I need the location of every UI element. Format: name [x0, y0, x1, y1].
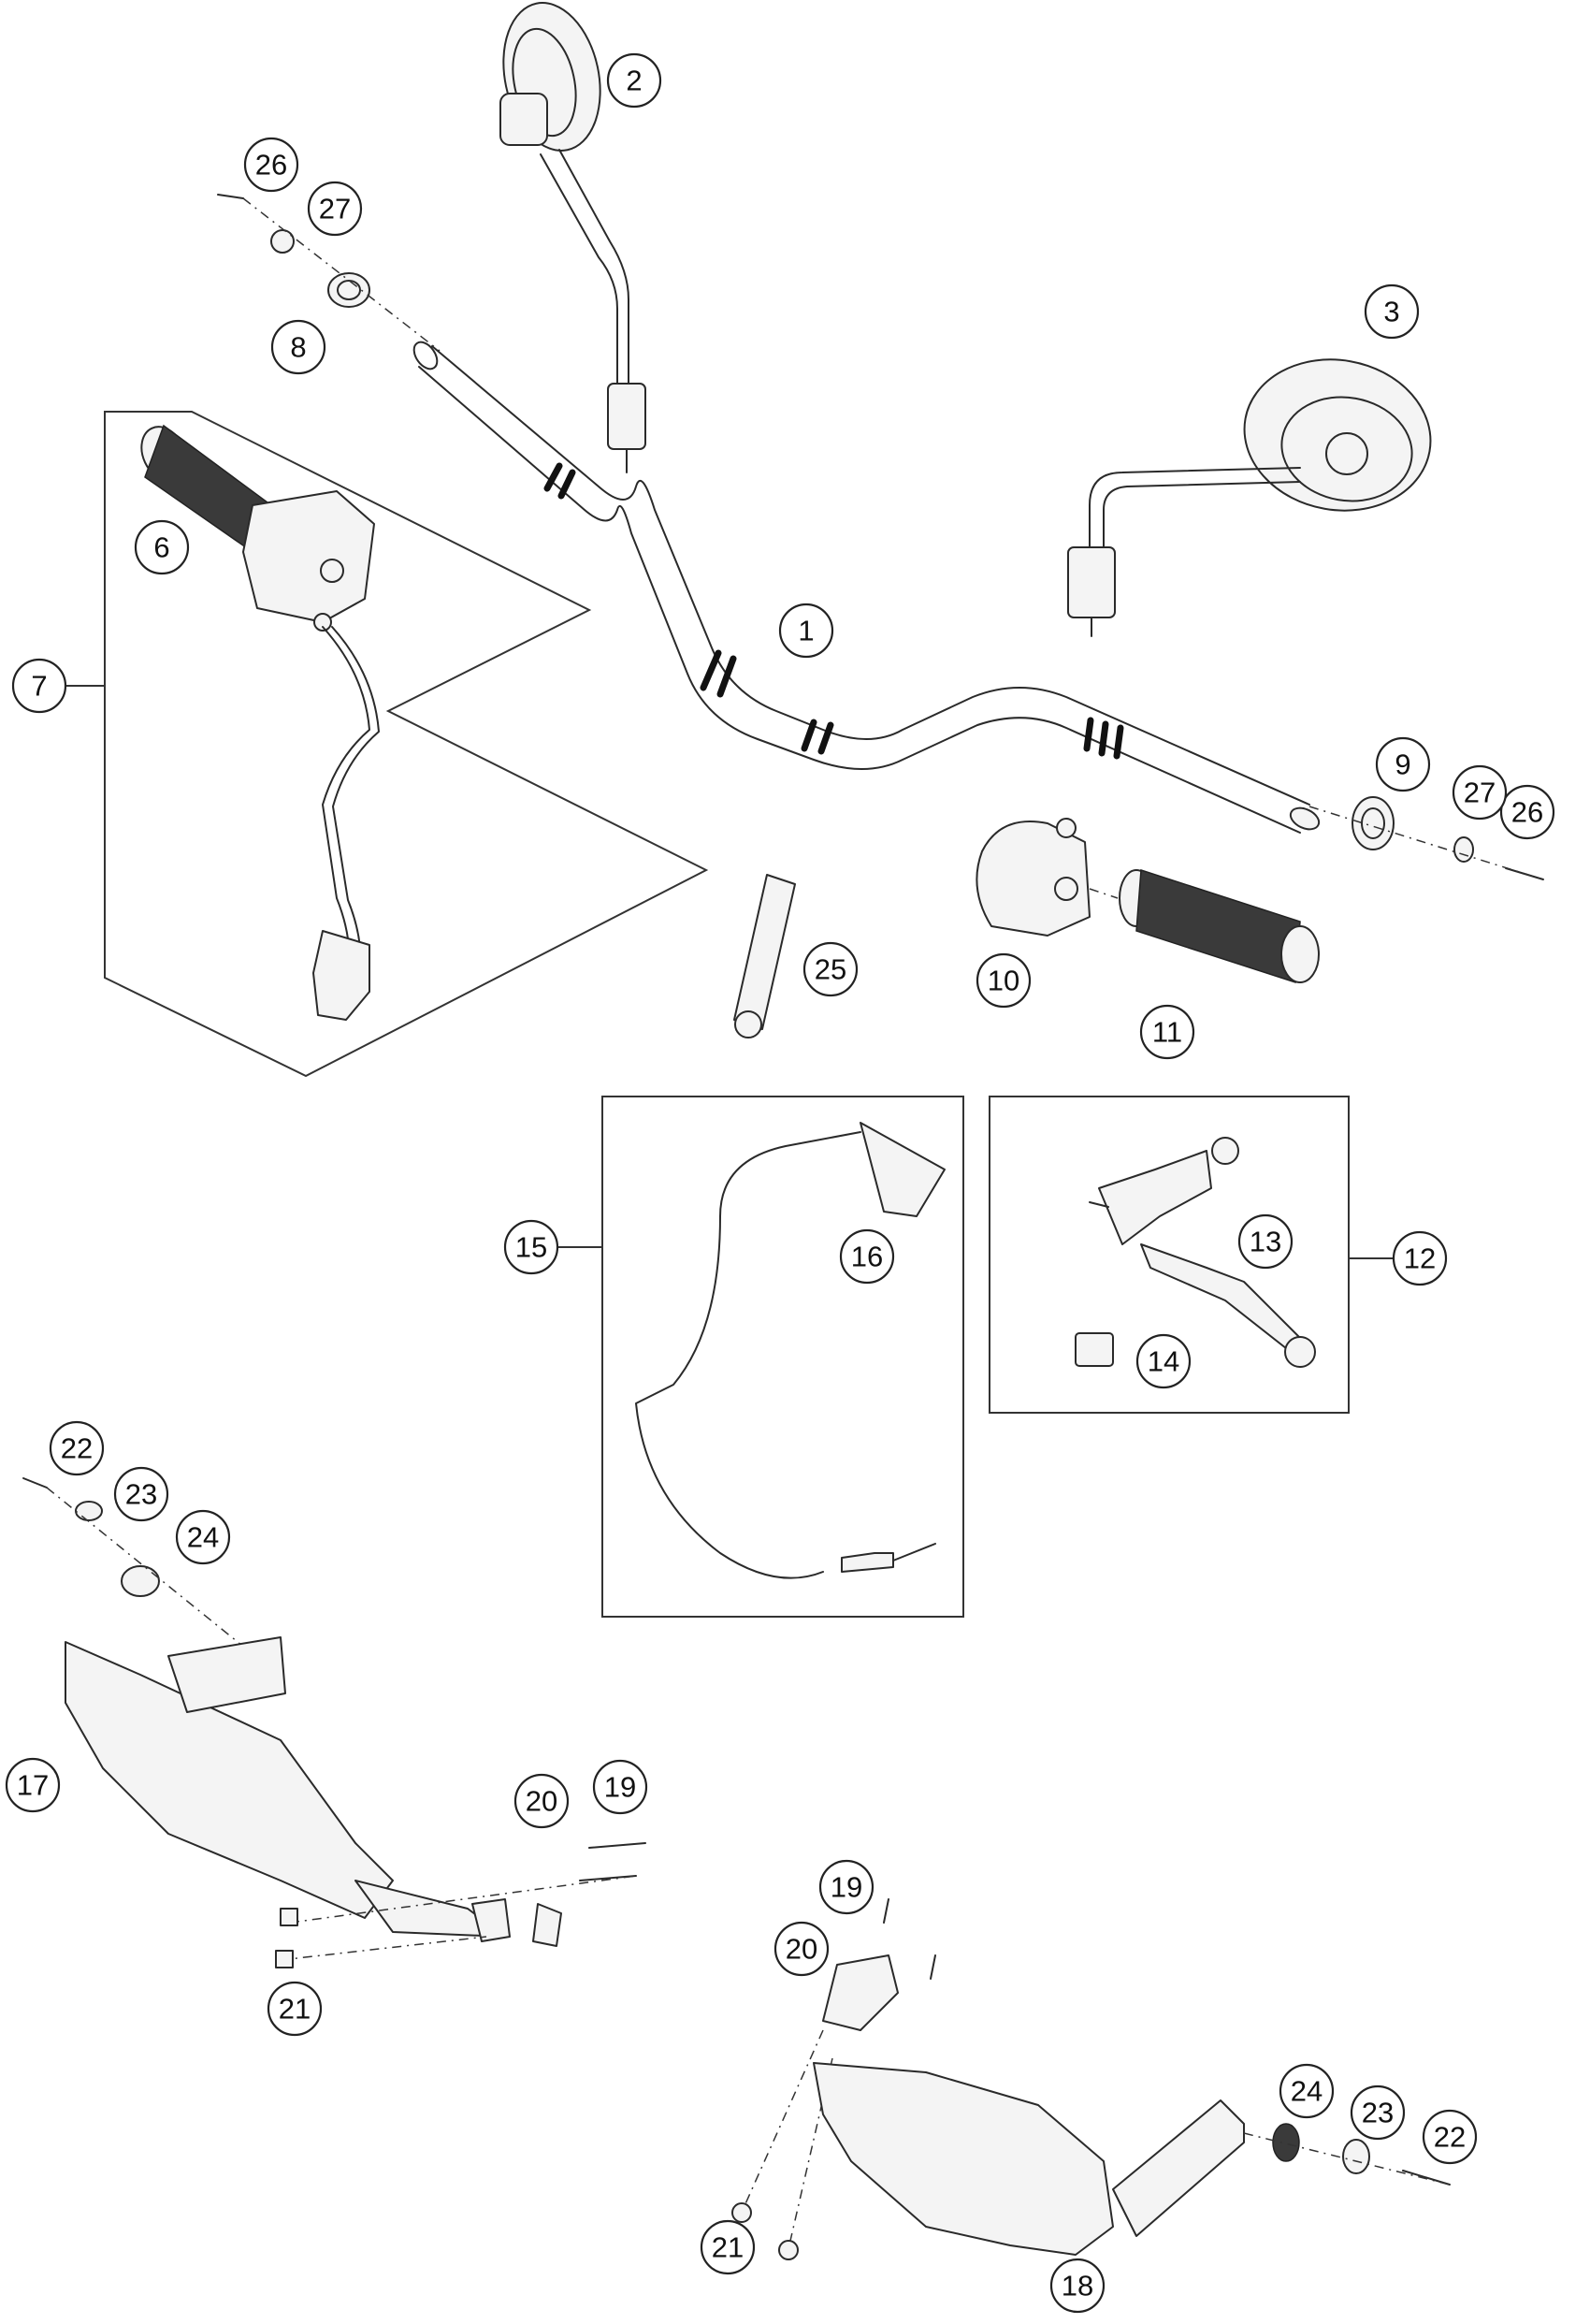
- svg-text:18: 18: [1062, 2270, 1093, 2302]
- hand-guard-left: [22, 1477, 646, 1968]
- callout-20-left: 20: [513, 1773, 570, 1829]
- callout-2: 2: [606, 52, 662, 109]
- svg-text:24: 24: [1291, 2075, 1323, 2108]
- svg-text:11: 11: [1152, 1016, 1182, 1049]
- callout-19-right: 19: [818, 1859, 874, 1915]
- svg-text:10: 10: [988, 965, 1019, 997]
- svg-text:14: 14: [1148, 1345, 1179, 1378]
- callout-25: 25: [802, 941, 859, 997]
- svg-text:21: 21: [712, 2231, 744, 2264]
- clutch-cable: [635, 1122, 946, 1579]
- callout-23-right: 23: [1350, 2084, 1406, 2141]
- svg-text:25: 25: [815, 953, 846, 986]
- svg-text:27: 27: [319, 193, 351, 225]
- svg-text:9: 9: [1395, 748, 1410, 781]
- svg-text:21: 21: [279, 1993, 311, 2026]
- spanner-tool: [733, 874, 796, 1039]
- callout-24-right: 24: [1279, 2063, 1335, 2119]
- svg-text:15: 15: [515, 1231, 547, 1264]
- callout-27-left: 27: [307, 181, 363, 237]
- callout-22-left: 22: [49, 1420, 105, 1476]
- svg-text:2: 2: [626, 65, 642, 97]
- bar-end-left: [217, 194, 441, 352]
- callout-11: 11: [1139, 1004, 1195, 1060]
- callout-23-left: 23: [113, 1466, 169, 1522]
- mirror-right: [1067, 358, 1432, 637]
- right-switch-and-grip: [976, 818, 1320, 984]
- callout-8: 8: [270, 319, 326, 375]
- callout-20-right: 20: [773, 1921, 830, 1977]
- svg-text:8: 8: [290, 331, 306, 364]
- svg-text:7: 7: [31, 670, 47, 703]
- callout-26-left: 26: [243, 137, 299, 193]
- svg-text:20: 20: [526, 1785, 557, 1818]
- callout-27-right: 27: [1452, 764, 1508, 821]
- callout-12: 12: [1392, 1230, 1448, 1286]
- left-grip-switch: [140, 424, 380, 1021]
- svg-text:13: 13: [1250, 1226, 1281, 1258]
- svg-text:23: 23: [1362, 2097, 1394, 2129]
- callout-21-right: 21: [700, 2219, 756, 2275]
- svg-text:23: 23: [125, 1478, 157, 1511]
- callout-6: 6: [134, 519, 190, 575]
- svg-text:19: 19: [831, 1871, 862, 1904]
- callout-24-left: 24: [175, 1509, 231, 1565]
- clutch-lever-assembly: [1075, 1137, 1316, 1368]
- callout-26-right: 26: [1499, 784, 1555, 840]
- group-frame-15: [601, 1096, 964, 1618]
- group-frame-7: [104, 411, 709, 1078]
- callout-17: 17: [5, 1757, 61, 1813]
- callout-10: 10: [976, 952, 1032, 1009]
- svg-text:24: 24: [187, 1521, 219, 1554]
- bar-end-right: [1308, 796, 1544, 880]
- callout-15: 15: [503, 1219, 559, 1275]
- svg-text:6: 6: [153, 531, 169, 564]
- callout-14: 14: [1135, 1333, 1192, 1389]
- callout-19-left: 19: [592, 1759, 648, 1815]
- svg-text:22: 22: [1434, 2121, 1466, 2154]
- svg-text:26: 26: [255, 149, 287, 182]
- svg-text:16: 16: [851, 1241, 883, 1273]
- mirror-left: [499, 2, 646, 473]
- svg-text:1: 1: [798, 615, 814, 647]
- svg-text:27: 27: [1464, 777, 1496, 809]
- callout-18: 18: [1049, 2258, 1106, 2314]
- hand-guard-right: [731, 1898, 1451, 2260]
- callout-16: 16: [839, 1228, 895, 1285]
- svg-text:19: 19: [604, 1771, 636, 1804]
- svg-text:26: 26: [1511, 796, 1543, 829]
- group-frame-12: [989, 1096, 1350, 1414]
- svg-text:3: 3: [1383, 296, 1399, 328]
- callout-7: 7: [11, 658, 67, 714]
- callout-1: 1: [778, 603, 834, 659]
- callout-9: 9: [1375, 736, 1431, 792]
- callout-21-left: 21: [267, 1981, 323, 2037]
- handlebar: [412, 341, 1321, 834]
- callout-22-right: 22: [1422, 2109, 1478, 2165]
- svg-text:22: 22: [61, 1432, 93, 1465]
- svg-text:12: 12: [1404, 1242, 1436, 1275]
- callout-3: 3: [1364, 283, 1420, 340]
- svg-text:20: 20: [786, 1933, 817, 1966]
- callout-13: 13: [1237, 1213, 1294, 1270]
- svg-text:17: 17: [17, 1769, 49, 1802]
